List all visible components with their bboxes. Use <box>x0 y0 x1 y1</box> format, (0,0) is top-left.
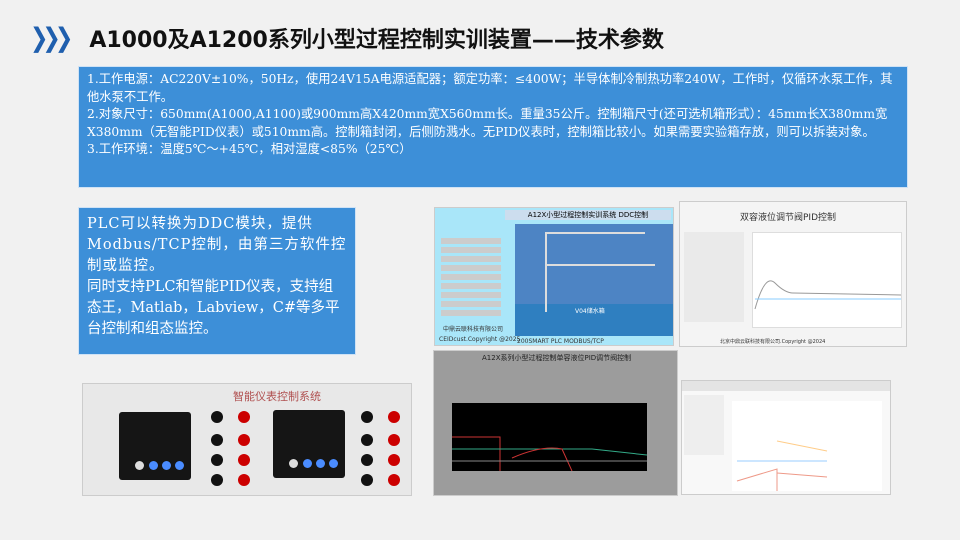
app-toolbar <box>682 381 890 391</box>
pid-title: 双容液位调节阀PID控制 <box>740 213 837 223</box>
note-box: PLC可以转换为DDC模块，提供Modbus/TCP控制，由第三方软件控制或监控… <box>78 207 356 355</box>
pid-curves <box>754 280 902 310</box>
spec-line: 1.工作电源：AC220V±10%，50Hz，使用24V15A电源适配器；额定功… <box>87 72 893 104</box>
pid-meter-2 <box>273 410 345 478</box>
labview-chart <box>452 403 648 472</box>
app-curves <box>736 440 828 491</box>
labview-curves <box>452 436 648 472</box>
labview-title: A12X系列小型过程控制单容液位PID调节阀控制 <box>482 354 632 362</box>
panel-title: 智能仪表控制系统 <box>233 390 321 403</box>
spec-line: 3.工作环境：温度5℃～+45℃，相对湿度<85%（25℃） <box>87 142 412 157</box>
ddc-control-screenshot: A12X小型过程控制实训系统 DDC控制 V04储水箱 中鼎云联科技有限公司 C… <box>434 207 674 346</box>
tank-label: V04储水箱 <box>575 308 605 315</box>
app-side-panel <box>684 395 724 455</box>
note-line: PLC可以转换为DDC模块，提供Modbus/TCP控制，由第三方软件控制或监控… <box>87 216 347 274</box>
company-text: 中鼎云联科技有限公司 <box>443 326 504 333</box>
spec-box: 1.工作电源：AC220V±10%，50Hz，使用24V15A电源适配器；额定功… <box>78 66 908 188</box>
page-title: A1000及A1200系列小型过程控制实训装置——技术参数 <box>89 28 664 53</box>
copyright-text: CEIDcust.Copyright @2025 <box>439 336 521 343</box>
pid-meter-1 <box>119 412 191 480</box>
spec-line: 2.对象尺寸：650mm(A1000,A1100)或900mm高X420mm宽X… <box>87 107 888 139</box>
pid-params-panel <box>684 232 744 322</box>
labview-screenshot: A12X系列小型过程控制单容液位PID调节阀控制 <box>433 350 678 496</box>
slide-header: ❯❯❯ A1000及A1200系列小型过程控制实训装置——技术参数 <box>30 22 664 54</box>
triple-chevron-right-icon: ❯❯❯ <box>30 23 73 53</box>
desktop-app-screenshot <box>681 380 891 495</box>
controller-panel-photo: 智能仪表控制系统 <box>82 383 412 496</box>
app-chart <box>732 401 882 491</box>
ddc-button-list <box>441 238 501 318</box>
copyright-text: 北京中鼎云联科技有限公司.Copyright @2024 <box>720 339 826 345</box>
pid-chart-screenshot: 双容液位调节阀PID控制 北京中鼎云联科技有限公司.Copyright @202… <box>679 201 907 347</box>
ddc-process-diagram: V04储水箱 <box>515 224 673 336</box>
pid-chart <box>752 232 902 328</box>
ddc-title: A12X小型过程控制实训系统 DDC控制 <box>505 210 671 220</box>
footer-text: 200SMART PLC MODBUS/TCP <box>517 338 604 345</box>
note-line: 同时支持PLC和智能PID仪表，支持组态王，Matlab，Labview，C#等… <box>87 279 340 337</box>
